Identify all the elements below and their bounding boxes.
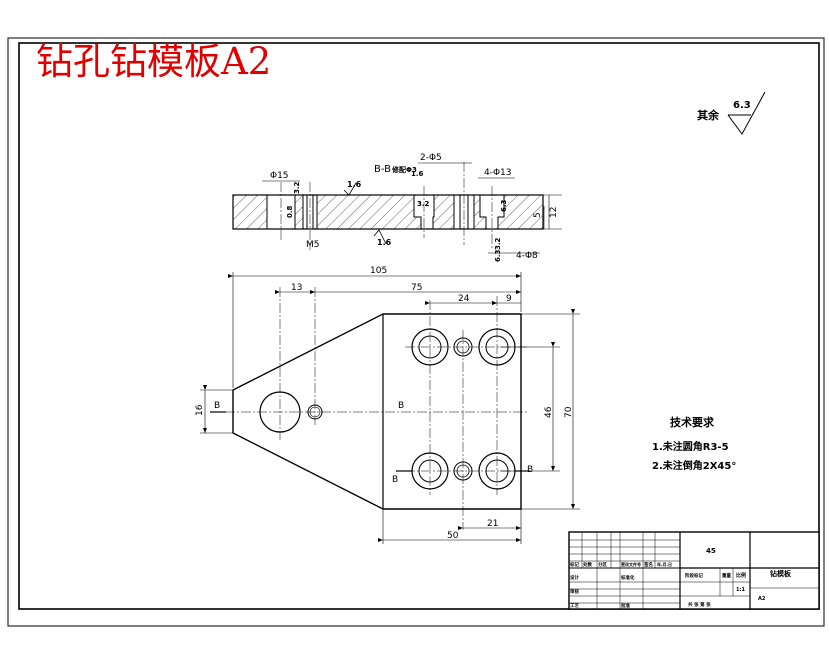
surface-finish-value: 6.3	[733, 100, 751, 111]
roughness-2: 1.6	[377, 238, 392, 247]
cut-mark-b3: B	[392, 475, 398, 485]
inner-frame	[18, 42, 820, 610]
dim-50: 50	[447, 531, 459, 541]
tb-std: 标准化	[620, 574, 635, 581]
tech-req-heading: 技术要求	[670, 415, 715, 429]
dim-m5: M5	[306, 240, 320, 250]
technical-requirements: 技术要求 1.未注圆角R3-5 2.未注倒角2X45°	[652, 415, 736, 472]
outer-frame	[7, 37, 825, 627]
tb-weight: 重量	[722, 572, 731, 579]
section-view: B-B Φ15 2-Φ5	[232, 153, 562, 262]
tb-scale-value: 1:1	[736, 587, 745, 593]
tb-sheets: 共 张 第 张	[688, 601, 711, 608]
section-note: 修配Φ3	[391, 165, 417, 174]
dim-d8: 4-Φ8	[516, 251, 538, 261]
cut-mark-b2: B	[398, 401, 404, 411]
roughness-5: 0.8	[286, 205, 294, 218]
dim-21: 21	[487, 519, 498, 529]
tb-material: 45	[706, 547, 716, 555]
holes	[259, 328, 516, 490]
tb-row-header-0: 标记	[569, 561, 579, 568]
tb-approve: 批准	[621, 602, 630, 609]
dim-d13: 4-Φ13	[484, 168, 512, 178]
dim-overall: 105	[370, 266, 387, 276]
dim-70: 70	[564, 406, 574, 418]
roughness-7: 6.3	[500, 199, 508, 212]
roughness-8: 3.2	[494, 237, 502, 250]
cut-mark-b1: B	[214, 401, 220, 411]
title-block: 45 钻模板 比例 1:1 标记 处数 分区 更改文件号 签名 年.月.日 设计…	[568, 531, 820, 610]
tb-stage: 阶段标记	[685, 572, 703, 579]
dim-t5: 5	[533, 212, 543, 218]
tb-process: 工艺	[570, 602, 579, 609]
tb-check: 审核	[570, 588, 579, 595]
dim-9: 9	[506, 294, 512, 304]
cut-mark-b4: B	[527, 465, 533, 475]
tb-row-header-1: 处数	[582, 561, 592, 568]
tech-req-item-1: 1.未注圆角R3-5	[652, 440, 729, 453]
tb-part-name: 钻模板	[770, 569, 792, 578]
tech-req-item-2: 2.未注倒角2X45°	[652, 459, 736, 472]
plan-view: B B B B	[195, 266, 580, 544]
tb-no: A2	[758, 596, 766, 602]
tb-row-header-4: 签名	[643, 561, 653, 568]
tb-row-header-5: 年.月.日	[657, 561, 672, 567]
roughness-6: 3.2	[417, 200, 430, 208]
tb-design: 设计	[570, 574, 579, 581]
dim-16: 16	[195, 404, 205, 416]
drawing-title: 钻孔钻模板A2	[36, 40, 271, 83]
surface-finish-general: 其余 6.3	[697, 91, 766, 135]
tb-row-header-3: 更改文件号	[621, 561, 641, 567]
tb-scale-label: 比例	[736, 572, 746, 579]
dim-d15: Φ15	[270, 171, 289, 181]
dim-75: 75	[411, 283, 422, 293]
section-label: B-B	[374, 164, 391, 175]
tb-row-header-2: 分区	[598, 561, 607, 568]
plate-outline	[232, 313, 522, 510]
roughness-1: 1.6	[347, 180, 362, 189]
roughness-9: 6.3	[494, 249, 502, 262]
dim-13: 13	[291, 283, 302, 293]
dim-t12: 12	[549, 207, 559, 218]
dim-24: 24	[458, 294, 470, 304]
dim-d5: 2-Φ5	[420, 153, 442, 163]
roughness-3: 1.6	[411, 170, 424, 178]
dim-46: 46	[544, 406, 554, 418]
surface-finish-label: 其余	[697, 108, 720, 122]
roughness-4: 3.2	[293, 181, 301, 194]
